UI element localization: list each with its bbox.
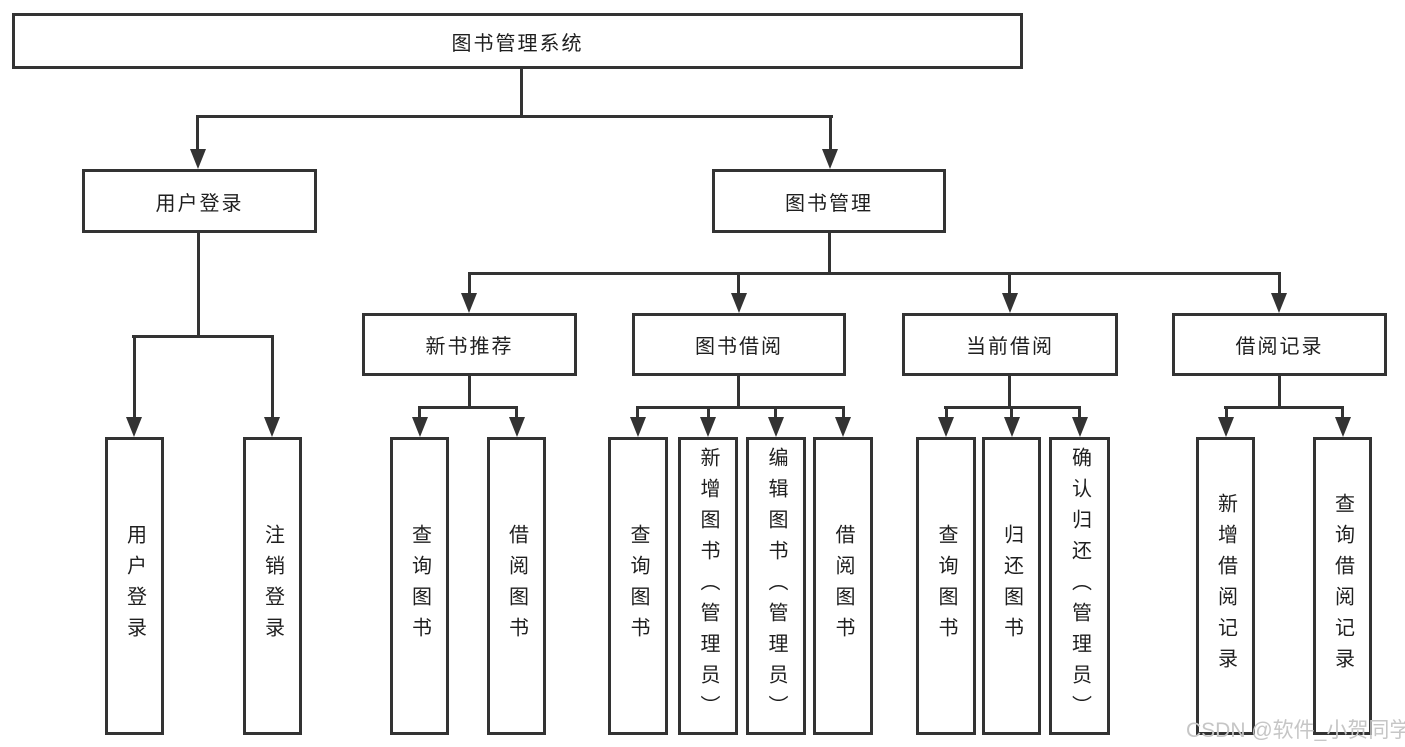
- node-leaf-add-borrow-record-label: 新增借阅记录: [1214, 493, 1237, 679]
- node-book-borrowing: 图书借阅: [632, 313, 846, 376]
- node-library-management-system: 图书管理系统: [12, 13, 1023, 69]
- node-leaf-borrow-books: 借阅图书: [487, 437, 546, 735]
- connector-user-login-stem: [197, 231, 200, 337]
- arrow-down-icon: [700, 417, 716, 437]
- arrow-down-icon: [630, 417, 646, 437]
- node-leaf-search-books-label: 查询图书: [627, 524, 649, 648]
- node-leaf-borrow-books-label: 借阅图书: [832, 524, 854, 648]
- arrow-down-icon: [1335, 417, 1351, 437]
- arrow-down-icon: [126, 417, 142, 437]
- arrow-down-icon: [835, 417, 851, 437]
- node-book-management-label: 图书管理: [785, 192, 873, 215]
- connector-to-leaf: [418, 406, 421, 419]
- arrow-down-icon: [509, 417, 525, 437]
- connector-to-leaf: [1010, 406, 1013, 419]
- node-book-borrowing-label: 图书借阅: [695, 336, 783, 358]
- connector-to-leaf: [707, 406, 710, 419]
- node-leaf-borrow-books-label: 借阅图书: [505, 524, 528, 648]
- node-leaf-add-books-admin-label: 新增图书（管理员）: [697, 446, 719, 726]
- node-leaf-return-books-label: 归还图书: [1000, 524, 1023, 648]
- connector-to-logout-leaf: [271, 335, 274, 419]
- node-user-login: 用户登录: [82, 169, 317, 233]
- node-borrowing-records-label: 借阅记录: [1235, 336, 1324, 358]
- connector-to-leaf: [842, 406, 845, 419]
- node-leaf-user-login-label: 用户登录: [123, 524, 146, 648]
- connector-to-leaf: [636, 406, 639, 419]
- node-leaf-user-login: 用户登录: [105, 437, 164, 735]
- node-leaf-add-books-admin: 新增图书（管理员）: [678, 437, 738, 735]
- arrow-down-icon: [1218, 417, 1234, 437]
- arrow-down-icon: [461, 293, 477, 313]
- node-leaf-search-books-label: 查询图书: [935, 524, 957, 648]
- node-current-borrowing: 当前借阅: [902, 313, 1118, 376]
- node-leaf-confirm-return-admin-label: 确认归还（管理员）: [1068, 446, 1091, 726]
- arrow-down-icon: [1271, 293, 1287, 313]
- connector-to-leaf: [1078, 406, 1081, 419]
- csdn-watermark: CSDN @软件_小贺同学: [1186, 719, 1405, 742]
- arrow-down-icon: [264, 417, 280, 437]
- arrow-down-icon: [412, 417, 428, 437]
- connector-to-leaf: [1225, 406, 1228, 419]
- connector-book-borrowing-stem: [737, 374, 740, 408]
- node-leaf-return-books: 归还图书: [982, 437, 1041, 735]
- node-current-borrowing-label: 当前借阅: [966, 336, 1054, 358]
- arrow-down-icon: [1004, 417, 1020, 437]
- node-leaf-search-books: 查询图书: [916, 437, 976, 735]
- node-leaf-add-borrow-record: 新增借阅记录: [1196, 437, 1255, 735]
- connector-to-book-borrowing: [737, 272, 740, 295]
- arrow-down-icon: [731, 293, 747, 313]
- connector-user-login-split: [132, 335, 274, 338]
- connector-to-leaf: [1341, 406, 1344, 419]
- node-library-management-system-label: 图书管理系统: [451, 32, 584, 55]
- arrow-down-icon: [938, 417, 954, 437]
- arrow-down-icon: [768, 417, 784, 437]
- node-leaf-logout: 注销登录: [243, 437, 302, 735]
- node-leaf-search-borrow-records-label: 查询借阅记录: [1331, 493, 1354, 679]
- connector-book-management-split: [468, 272, 1281, 275]
- arrow-down-icon: [1072, 417, 1088, 437]
- connector-new-book-recommendation-stem: [468, 374, 471, 408]
- node-borrowing-records: 借阅记录: [1172, 313, 1387, 376]
- connector-to-login-leaf: [133, 335, 136, 419]
- connector-root-stem: [520, 67, 523, 117]
- connector-to-book-management: [829, 115, 832, 151]
- connector-borrowing-records-stem: [1278, 374, 1281, 408]
- node-leaf-logout-label: 注销登录: [261, 524, 284, 648]
- connector-to-leaf: [515, 406, 518, 419]
- node-leaf-edit-books-admin-label: 编辑图书（管理员）: [765, 446, 787, 726]
- node-user-login-label: 用户登录: [155, 192, 244, 215]
- node-new-book-recommendation-label: 新书推荐: [425, 336, 514, 358]
- arrow-down-icon: [822, 149, 838, 169]
- connector-to-leaf: [945, 406, 948, 419]
- node-leaf-confirm-return-admin: 确认归还（管理员）: [1049, 437, 1110, 735]
- node-new-book-recommendation: 新书推荐: [362, 313, 577, 376]
- connector-to-borrowing-records: [1278, 272, 1281, 295]
- node-leaf-search-books-label: 查询图书: [408, 524, 431, 648]
- arrow-down-icon: [1002, 293, 1018, 313]
- connector-to-current-borrowing: [1008, 272, 1011, 295]
- node-leaf-search-books: 查询图书: [608, 437, 668, 735]
- node-leaf-edit-books-admin: 编辑图书（管理员）: [746, 437, 806, 735]
- arrow-down-icon: [190, 149, 206, 169]
- node-book-management: 图书管理: [712, 169, 946, 233]
- connector-current-borrowing-stem: [1008, 374, 1011, 408]
- connector-to-user-login: [196, 115, 199, 151]
- node-leaf-borrow-books: 借阅图书: [813, 437, 873, 735]
- connector-to-new-book-recommendation: [468, 272, 471, 295]
- connector-new-book-recommendation-split: [418, 406, 518, 409]
- connector-book-borrowing-split: [636, 406, 844, 409]
- connector-borrowing-records-split: [1224, 406, 1344, 409]
- connector-to-leaf: [774, 406, 777, 419]
- connector-root-split: [196, 115, 833, 118]
- node-leaf-search-books: 查询图书: [390, 437, 449, 735]
- node-leaf-search-borrow-records: 查询借阅记录: [1313, 437, 1372, 735]
- connector-book-management-stem: [828, 231, 831, 275]
